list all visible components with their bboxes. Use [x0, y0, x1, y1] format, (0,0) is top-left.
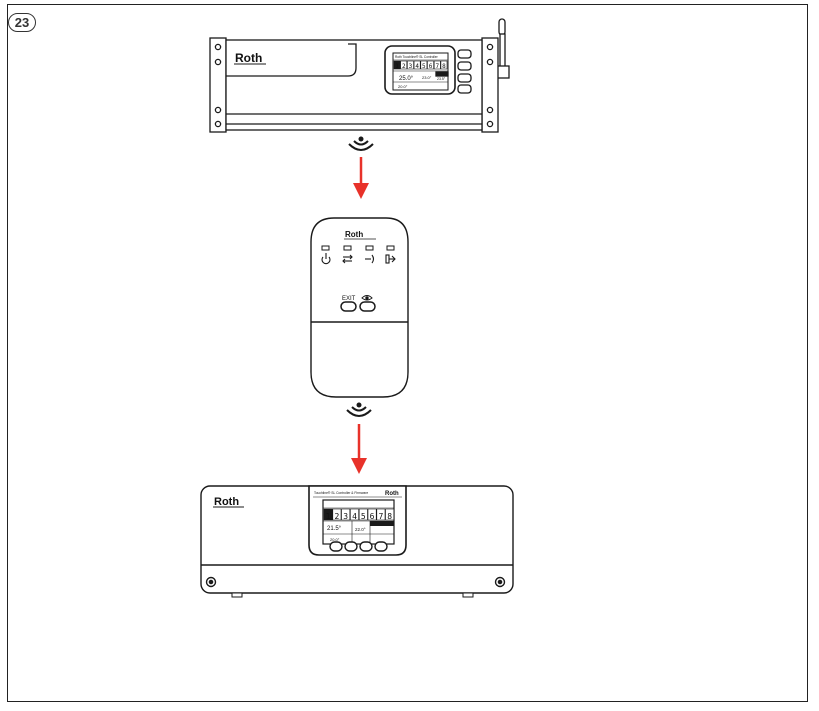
right-rack-ear — [481, 37, 499, 133]
bottom-zone-label: 2 — [334, 512, 339, 521]
wireless-signal-icon — [348, 136, 374, 151]
bottom-zone-label: 3 — [343, 512, 348, 521]
bottom-zone-label: 5 — [361, 512, 366, 521]
bottom-zone-box — [332, 508, 342, 521]
antenna-icon — [495, 18, 510, 79]
bottom-screen-aux-temp: 22.0° — [355, 527, 366, 532]
bottom-controller-brand: Roth — [214, 496, 239, 508]
top-zone-label: 2 — [402, 63, 406, 70]
bottom-screen-bottom-temp: 20.0° — [330, 537, 340, 542]
bottom-zone-box — [350, 508, 359, 521]
exit-button-label: EXIT — [342, 296, 356, 302]
bottom-zone-label: 1 — [326, 512, 331, 521]
bottom-screen-main-temp: 21.5° — [327, 526, 342, 532]
top-zone-label: 1 — [395, 63, 399, 70]
top-zone-box — [400, 60, 408, 70]
top-controller-brand: Roth — [235, 51, 262, 65]
signal-arrow-down — [353, 157, 369, 199]
top-zone-label: 8 — [442, 63, 446, 70]
signal-arrow-down — [351, 424, 367, 474]
transfer-icon — [342, 254, 353, 264]
signal-out-icon — [385, 254, 396, 264]
top-screen-aux-temp: 23.0° — [422, 75, 432, 80]
repeater-brand: Roth — [345, 230, 363, 239]
bottom-screen-heading: Touchline® SL Controller & Firmware — [314, 491, 368, 495]
eye-icon — [361, 295, 373, 301]
bottom-zone-label: 4 — [352, 512, 357, 521]
top-zone-box — [413, 60, 421, 70]
top-zone-label: 6 — [429, 63, 433, 70]
top-zone-box — [420, 60, 428, 70]
top-screen-main-temp: 25.0° — [399, 76, 414, 82]
top-screen-aux-value: 23.5° — [437, 77, 446, 81]
power-icon — [321, 253, 331, 265]
bottom-zone-box — [323, 508, 333, 521]
top-zone-box — [440, 60, 448, 70]
top-screen-heading: Roth Touchline® SL Controller — [395, 55, 439, 59]
bottom-zone-box — [367, 508, 377, 521]
top-zone-label: 4 — [415, 63, 419, 70]
top-screen-bottom-temp: 20.0° — [398, 84, 408, 89]
bottom-controller — [200, 485, 514, 598]
pair-button[interactable] — [359, 301, 376, 312]
bottom-zone-box — [341, 508, 351, 521]
bottom-zone-label: 6 — [370, 512, 375, 521]
bottom-zone-label: 7 — [378, 512, 383, 521]
top-controller — [209, 18, 510, 133]
bottom-zone-box — [385, 508, 395, 521]
exit-button[interactable] — [340, 301, 357, 312]
left-rack-ear — [209, 37, 227, 133]
bottom-module-brand: Roth — [385, 491, 399, 497]
signal-in-icon — [365, 254, 375, 264]
top-zone-box — [407, 60, 414, 70]
top-zone-box — [393, 60, 401, 70]
bottom-zone-label: 8 — [387, 512, 392, 521]
top-zone-label: 3 — [409, 63, 413, 70]
bottom-zone-box — [358, 508, 368, 521]
top-zone-box — [427, 60, 434, 70]
top-zone-box — [433, 60, 441, 70]
wireless-signal-icon — [346, 402, 372, 417]
figure-number-badge: 23 — [8, 13, 36, 32]
bottom-zone-box — [376, 508, 386, 521]
top-zone-label: 7 — [435, 63, 439, 70]
figure-frame — [7, 4, 808, 702]
top-zone-label: 5 — [422, 63, 426, 70]
